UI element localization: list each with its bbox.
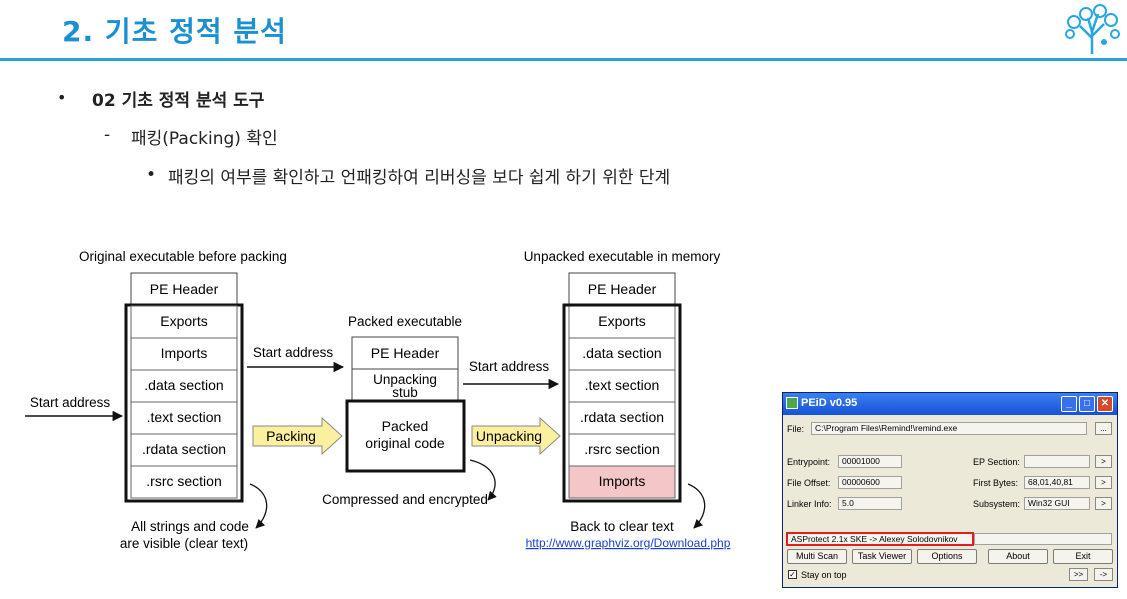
packed-stub-line2: stub [392, 385, 418, 400]
unpacked-section-text: .text section [585, 377, 660, 393]
unpacked-section-data: .data section [582, 345, 661, 361]
packing-arrow [252, 416, 343, 456]
page-title: 2. 기초 정적 분석 [62, 15, 287, 48]
bullet-level1: 02 기초 정적 분석 도구 [92, 91, 265, 111]
packed-note-arrow [469, 459, 497, 501]
unpacked-caption: Unpacked executable in memory [524, 249, 721, 264]
packed-pe-header-box [351, 336, 459, 370]
unpacked-sections: Exports .data section .text section .rda… [568, 305, 676, 499]
linker-info-field[interactable]: 5.0 [838, 497, 902, 510]
subsystem-button[interactable]: > [1095, 497, 1112, 510]
multi-scan-button[interactable]: Multi Scan [787, 549, 847, 564]
bullet-level3: 패킹의 여부를 확인하고 언패킹하여 리버싱을 보다 쉽게 하기 위한 단계 [168, 168, 671, 188]
maximize-icon[interactable]: □ [1079, 396, 1095, 412]
detection-result-field[interactable]: ASProtect 2.1x SKE -> Alexey Solodovniko… [786, 532, 974, 546]
packed-code-box [345, 399, 466, 473]
packed-pe-header: PE Header [371, 345, 440, 361]
close-icon[interactable]: ✕ [1097, 396, 1113, 412]
original-pe-header-box [130, 272, 238, 306]
subsystem-label: Subsystem: [973, 499, 1021, 509]
original-section-rsrc: .rsrc section [146, 473, 221, 489]
file-offset-field[interactable]: 00000600 [838, 476, 902, 489]
options-button[interactable]: Options [917, 549, 977, 564]
first-bytes-field[interactable]: 68,01,40,81 [1024, 476, 1090, 489]
original-sections-frame [124, 303, 244, 503]
graphviz-link[interactable]: http://www.graphviz.org/Download.php [526, 536, 731, 550]
tree-logo-icon [1060, 4, 1124, 60]
stay-on-top-label: Stay on top [801, 570, 847, 580]
first-bytes-button[interactable]: > [1095, 476, 1112, 489]
bullet-marker: • [57, 88, 67, 107]
unpacked-note-arrow [687, 483, 706, 529]
entrypoint-label: Entrypoint: [787, 457, 831, 467]
packed-stub-line1: Unpacking [373, 372, 437, 387]
peid-window: PEiD v0.95 _ □ ✕ File: C:\Program Files\… [782, 392, 1118, 588]
original-section-imports: Imports [161, 345, 208, 361]
bullet-level2: 패킹(Packing) 확인 [131, 129, 278, 149]
original-section-exports: Exports [160, 313, 207, 329]
stay-on-top-checkbox[interactable]: ✓ [788, 570, 797, 579]
unpacked-section-imports: Imports [599, 473, 646, 489]
original-section-data: .data section [144, 377, 223, 393]
start-address-right: Start address [469, 359, 550, 374]
unpacked-section-exports: Exports [598, 313, 645, 329]
packing-label: Packing [266, 428, 316, 444]
packing-diagram: Original executable before packing PE He… [25, 249, 731, 551]
packed-caption: Packed executable [348, 314, 462, 329]
ep-section-label: EP Section: [973, 457, 1020, 467]
ep-section-button[interactable]: > [1095, 455, 1112, 468]
file-offset-label: File Offset: [787, 478, 831, 488]
peid-titlebar[interactable]: PEiD v0.95 _ □ ✕ [783, 393, 1117, 415]
unpacked-section-rdata: .rdata section [580, 409, 664, 425]
about-button[interactable]: About [988, 549, 1048, 564]
original-sections: Exports Imports .data section .text sect… [130, 305, 238, 499]
go-button[interactable]: -> [1094, 568, 1113, 581]
file-label: File: [787, 424, 805, 434]
unpacking-label: Unpacking [476, 428, 542, 444]
subsystem-field[interactable]: Win32 GUI [1024, 497, 1090, 510]
original-caption: Original executable before packing [79, 249, 287, 264]
first-bytes-label: First Bytes: [973, 478, 1019, 488]
unpacking-arrow [471, 416, 561, 456]
original-note-line1: All strings and code [131, 519, 249, 534]
next-button[interactable]: >> [1069, 568, 1088, 581]
peid-title: PEiD v0.95 [801, 397, 858, 409]
start-address-left: Start address [30, 395, 111, 410]
unpacked-sections-frame [562, 303, 682, 503]
packed-code-line2: original code [365, 435, 445, 451]
minimize-icon[interactable]: _ [1061, 396, 1077, 412]
bullet-marker: • [146, 165, 157, 185]
original-note-line2: are visible (clear text) [120, 536, 248, 551]
file-path-field[interactable]: C:\Program Files\Remind!\remind.exe [811, 422, 1087, 435]
linker-info-label: Linker Info: [787, 499, 832, 509]
unpacked-section-rsrc: .rsrc section [584, 441, 659, 457]
packed-code-line1: Packed [382, 418, 429, 434]
exit-button[interactable]: Exit [1053, 549, 1113, 564]
original-section-text: .text section [147, 409, 222, 425]
start-address-mid: Start address [253, 345, 334, 360]
unpacked-note: Back to clear text [570, 519, 674, 534]
detection-result-extension [974, 533, 1112, 545]
title-divider [0, 58, 1127, 61]
entrypoint-field[interactable]: 00001000 [838, 455, 902, 468]
unpacked-pe-header: PE Header [588, 281, 657, 297]
original-section-rdata: .rdata section [142, 441, 226, 457]
task-viewer-button[interactable]: Task Viewer [852, 549, 912, 564]
ep-section-field[interactable] [1024, 455, 1090, 468]
bullet-marker: - [104, 125, 111, 145]
peid-app-icon [786, 397, 798, 409]
original-note-arrow [249, 483, 268, 529]
original-pe-header: PE Header [150, 281, 219, 297]
browse-button[interactable]: ... [1095, 422, 1112, 435]
packed-note: Compressed and encrypted [322, 492, 488, 507]
